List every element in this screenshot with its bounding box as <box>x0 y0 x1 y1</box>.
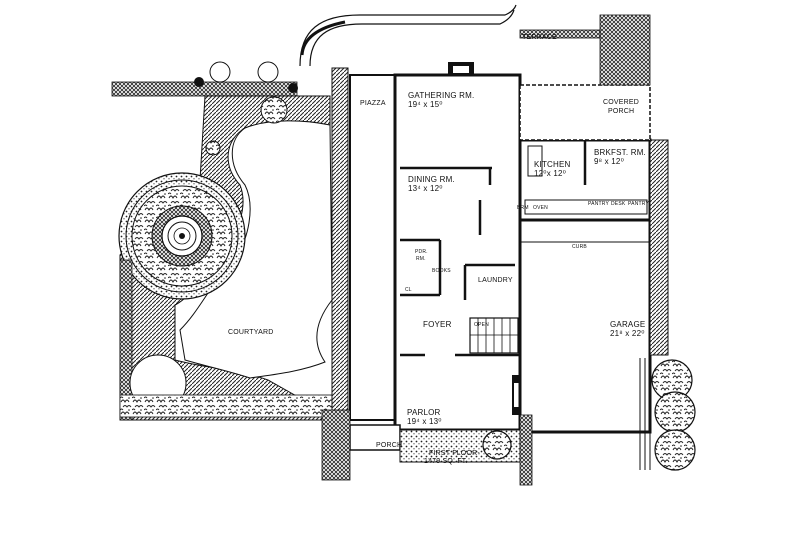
label-dining-room-size: 13⁴ x 12⁰ <box>408 184 443 193</box>
label-garage-size: 21⁸ x 22⁰ <box>610 329 645 338</box>
label-oven: OVEN <box>533 205 548 211</box>
label-desk: DESK <box>611 201 626 207</box>
label-pantry-2: PANTRY <box>628 201 650 207</box>
label-closet: CL <box>405 287 412 293</box>
label-pantry-1: PANTRY <box>588 201 610 207</box>
label-covered-porch-2: PORCH <box>608 108 635 115</box>
label-curb: CURB <box>572 244 587 250</box>
piazza-room <box>349 74 396 421</box>
caption-square-footage: 1479 SQ. FT. <box>424 458 468 465</box>
label-dining-room: DINING RM. <box>408 175 455 184</box>
label-gathering-room: GATHERING RM. <box>408 91 475 100</box>
hedge-top-right <box>599 14 651 86</box>
label-courtyard: COURTYARD <box>228 329 274 336</box>
garage-room <box>518 218 652 434</box>
label-foyer: FOYER <box>423 320 452 329</box>
hedge-garage-side <box>649 139 669 356</box>
covered-porch <box>519 84 651 141</box>
terrace-walkway <box>299 4 517 67</box>
label-brkfst-room-size: 9⁸ x 12⁰ <box>594 157 624 166</box>
label-parlor: PARLOR <box>407 408 441 417</box>
interior-walls <box>400 166 520 357</box>
label-brkfst-room: BRKFST. RM. <box>594 148 646 157</box>
staircase <box>469 317 519 354</box>
label-brm: BRM <box>517 205 529 211</box>
label-gathering-room-size: 19⁴ x 15⁰ <box>408 100 443 109</box>
label-open: OPEN <box>474 322 489 328</box>
label-terrace: TERRACE <box>522 34 557 41</box>
label-garage: GARAGE <box>610 320 646 329</box>
trees-garage <box>651 359 696 471</box>
label-porch: PORCH <box>376 442 403 449</box>
label-pdr-2: RM. <box>416 256 426 262</box>
label-books: BOOKS <box>432 268 451 274</box>
planter-strip <box>331 67 349 421</box>
shrub-border-bottom <box>119 394 333 418</box>
shrub-border-top <box>111 81 298 97</box>
trees-top-left <box>194 61 298 156</box>
caption-first-floor: FIRST FLOOR- <box>429 450 480 457</box>
label-covered-porch-1: COVERED <box>603 99 640 106</box>
label-kitchen: KITCHEN <box>534 160 571 169</box>
label-pdr-1: PDR. <box>415 249 428 255</box>
label-laundry: LAUNDRY <box>478 277 513 284</box>
fountain-garden <box>118 172 246 300</box>
label-piazza: PIAZZA <box>360 100 386 107</box>
hedge-left-column <box>119 259 133 421</box>
label-parlor-size: 19⁴ x 13⁰ <box>407 417 442 426</box>
kitchen-counter <box>524 199 648 215</box>
house-main-block <box>393 73 522 432</box>
tree-front <box>482 430 512 460</box>
label-kitchen-size: 12⁰x 12⁰ <box>534 169 567 178</box>
